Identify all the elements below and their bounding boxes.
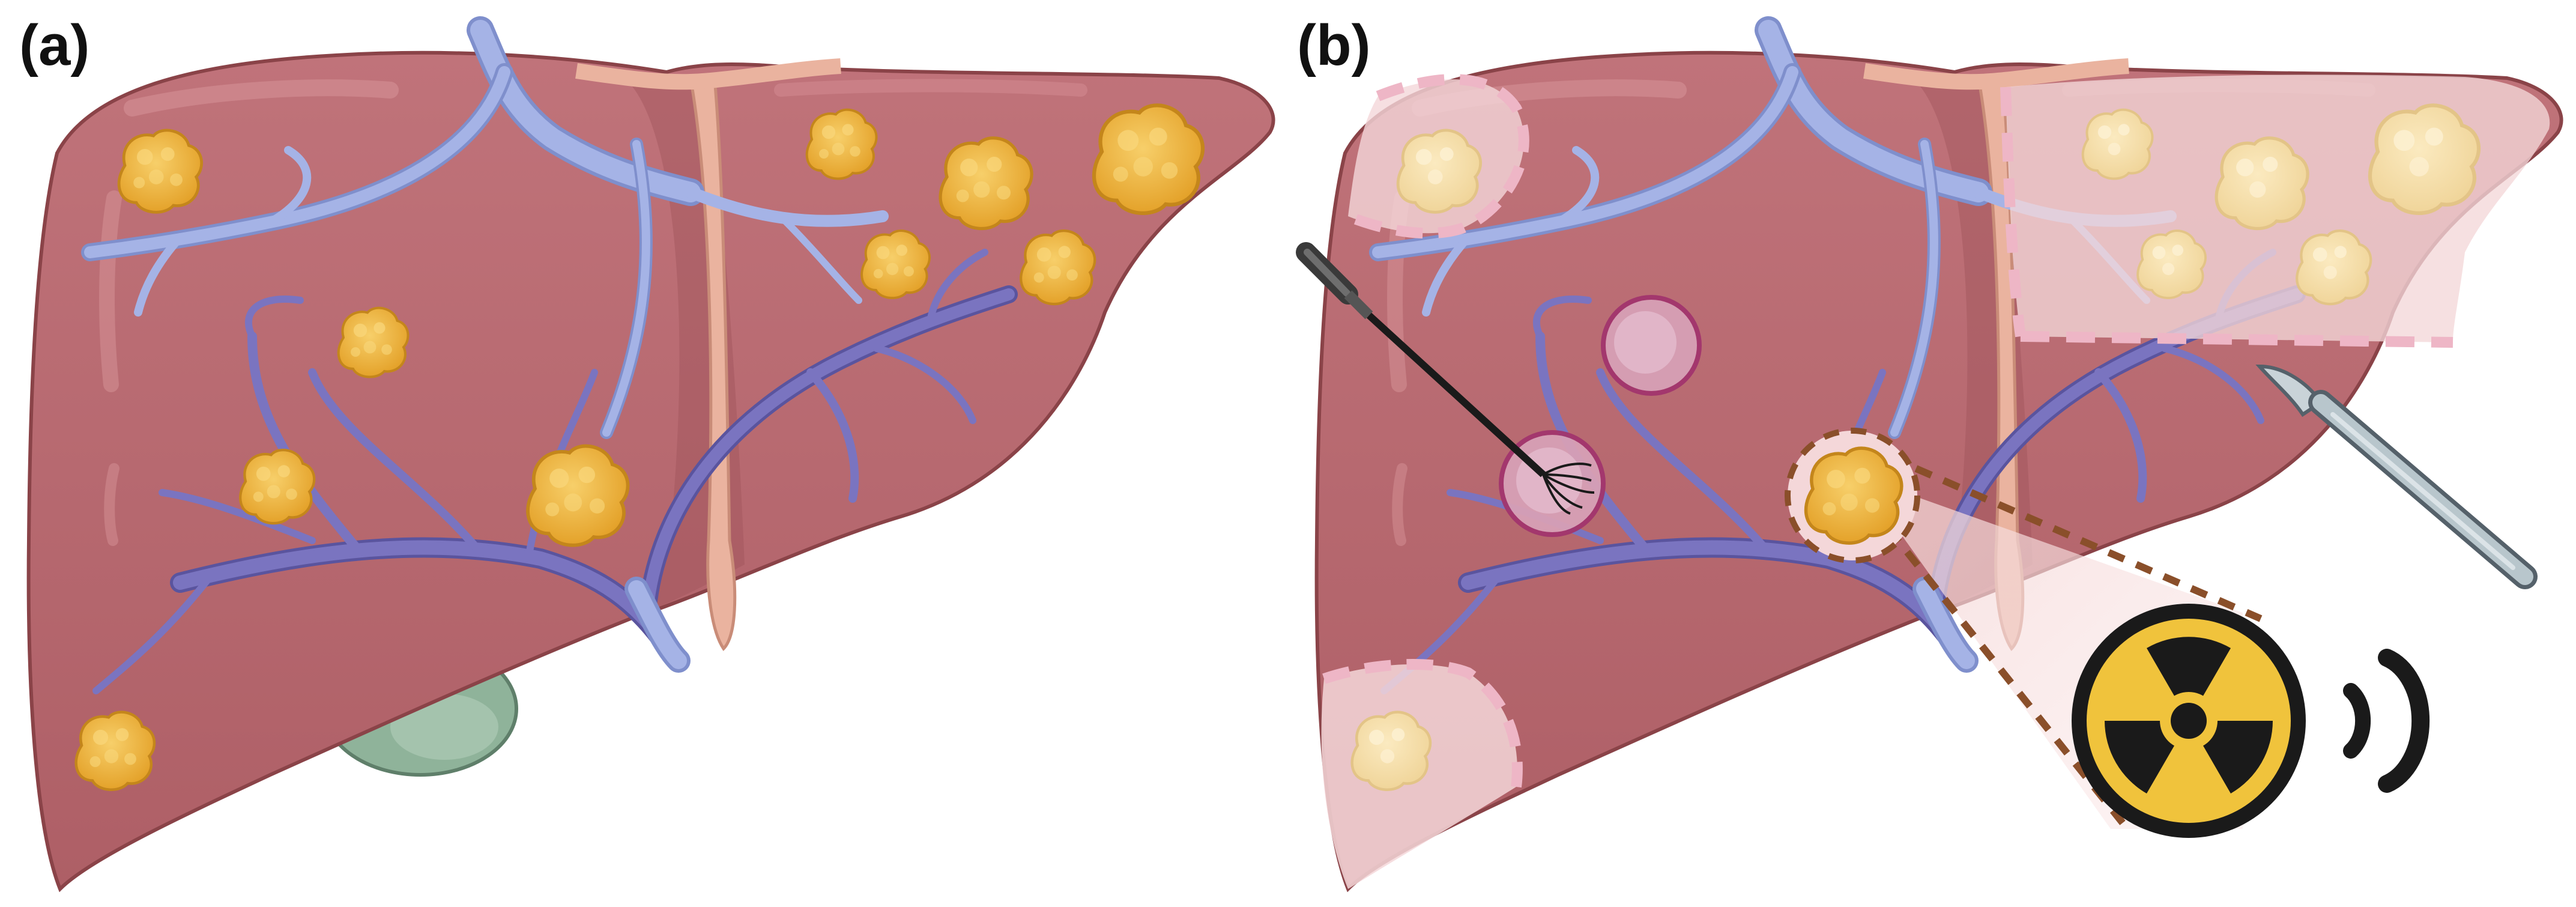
tumor [1021,231,1095,304]
tumor [528,446,628,545]
tumor [860,229,931,300]
tumor [240,450,314,523]
tumor [119,130,202,212]
ablation-probe-icon [1296,242,1595,515]
tumor [339,308,408,377]
treated-tumor [1398,130,1481,212]
panel-a: (a) [19,13,90,77]
liver-panel-a [29,30,1274,889]
liver-panel-b [1296,30,2562,889]
panel-label-b: (b) [1297,13,1371,77]
treated-tumor [2297,231,2371,304]
panel-label-a: (a) [19,13,90,77]
liver-a [29,30,1274,889]
treated-tumor [2083,110,2153,179]
tumor [1806,448,1902,543]
treated-tumor [2136,229,2207,300]
tumor [1094,105,1203,213]
treated-tumor [2370,105,2479,213]
tumor [807,110,877,179]
tumor [76,712,154,790]
tumor [940,138,1032,229]
scalpel-icon [2255,364,2538,589]
treated-tumor [1352,712,1430,790]
signal-waves-icon [2343,649,2430,793]
treated-tumor [2216,138,2308,229]
radiation-trefoil-icon [2072,604,2306,838]
